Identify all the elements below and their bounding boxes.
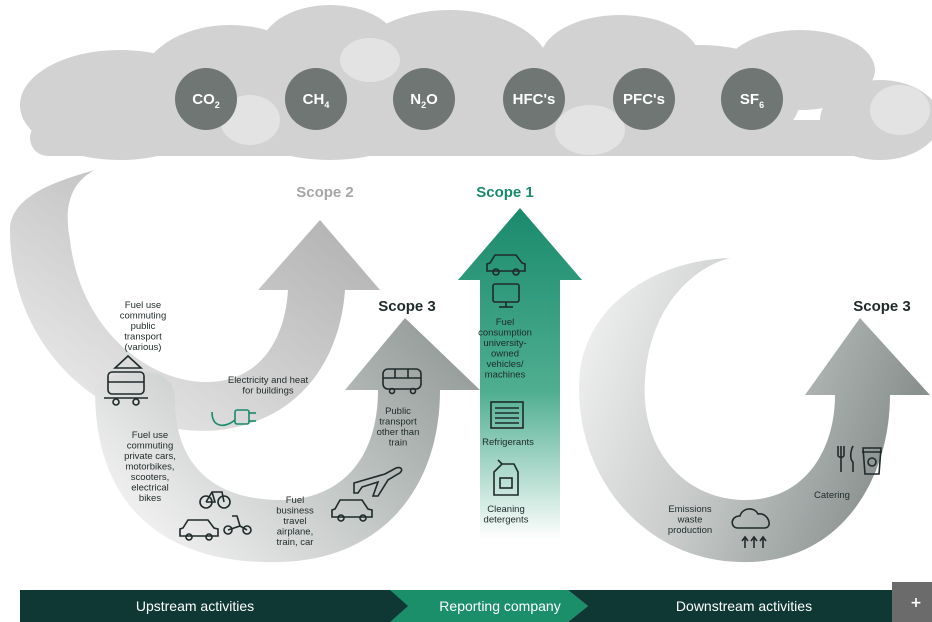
- gas-circle: [175, 68, 237, 130]
- monitor-icon: [492, 283, 520, 308]
- gas-label: CH4: [303, 91, 330, 110]
- cutlery-icon: [837, 445, 854, 472]
- gas-circle: [503, 68, 565, 130]
- downstream-label: Downstream activities: [676, 598, 812, 614]
- greenhouse-gases: CO2 CH4 N2O HFC's PFC's SF6: [175, 68, 783, 130]
- detergent-icon: [493, 459, 519, 496]
- train-icon: [104, 354, 148, 406]
- scope3-left-label: Scope 3: [378, 298, 436, 315]
- coffee-cup-icon: [862, 447, 882, 475]
- car-icon-scope1: [486, 254, 526, 276]
- gas-label: SF6: [740, 91, 764, 110]
- gas-label: PFC's: [623, 91, 665, 108]
- scope1-arrow: [458, 208, 582, 540]
- car-icon: [331, 499, 373, 522]
- gas-label: N2O: [410, 91, 438, 110]
- car-icon-small: [179, 519, 219, 541]
- activity-bar: [20, 590, 905, 622]
- reporting-label: Reporting company: [439, 598, 560, 614]
- scope2-arrow: [10, 170, 380, 431]
- gas-label: CO2: [192, 91, 220, 110]
- label-catering: Catering: [814, 490, 850, 501]
- scope3-right-label: Scope 3: [853, 298, 911, 315]
- scope2-label: Scope 2: [296, 184, 354, 201]
- gas-co2: CO2: [175, 68, 237, 130]
- cloud-band: [20, 5, 932, 160]
- cloud-icon: [731, 508, 770, 548]
- scooter-icon: [223, 515, 252, 535]
- gas-ch4: CH4: [285, 68, 347, 130]
- scope1-label: Scope 1: [476, 184, 534, 201]
- plus-icon[interactable]: +: [910, 595, 922, 611]
- airplane-icon: [353, 466, 403, 497]
- gas-n2o: N2O: [393, 68, 455, 130]
- plus-button[interactable]: +: [892, 582, 932, 622]
- gas-pfcs: PFC's: [613, 68, 675, 130]
- gas-sf6: SF6: [721, 68, 783, 130]
- scope3-right-arrow: [579, 258, 930, 563]
- gas-hfcs: HFC's: [503, 68, 565, 130]
- bus-icon: [382, 368, 422, 395]
- gas-circle: [721, 68, 783, 130]
- upstream-label: Upstream activities: [136, 598, 254, 614]
- gas-circle: [393, 68, 455, 130]
- gas-circle: [613, 68, 675, 130]
- gas-label: HFC's: [513, 91, 556, 108]
- label-refrigerants: Refrigerants: [482, 437, 534, 448]
- plug-icon: [211, 409, 256, 427]
- refrigerator-icon: [490, 401, 524, 429]
- bicycle-icon: [199, 491, 231, 509]
- gas-circle: [285, 68, 347, 130]
- cloud-highlights: [220, 38, 930, 155]
